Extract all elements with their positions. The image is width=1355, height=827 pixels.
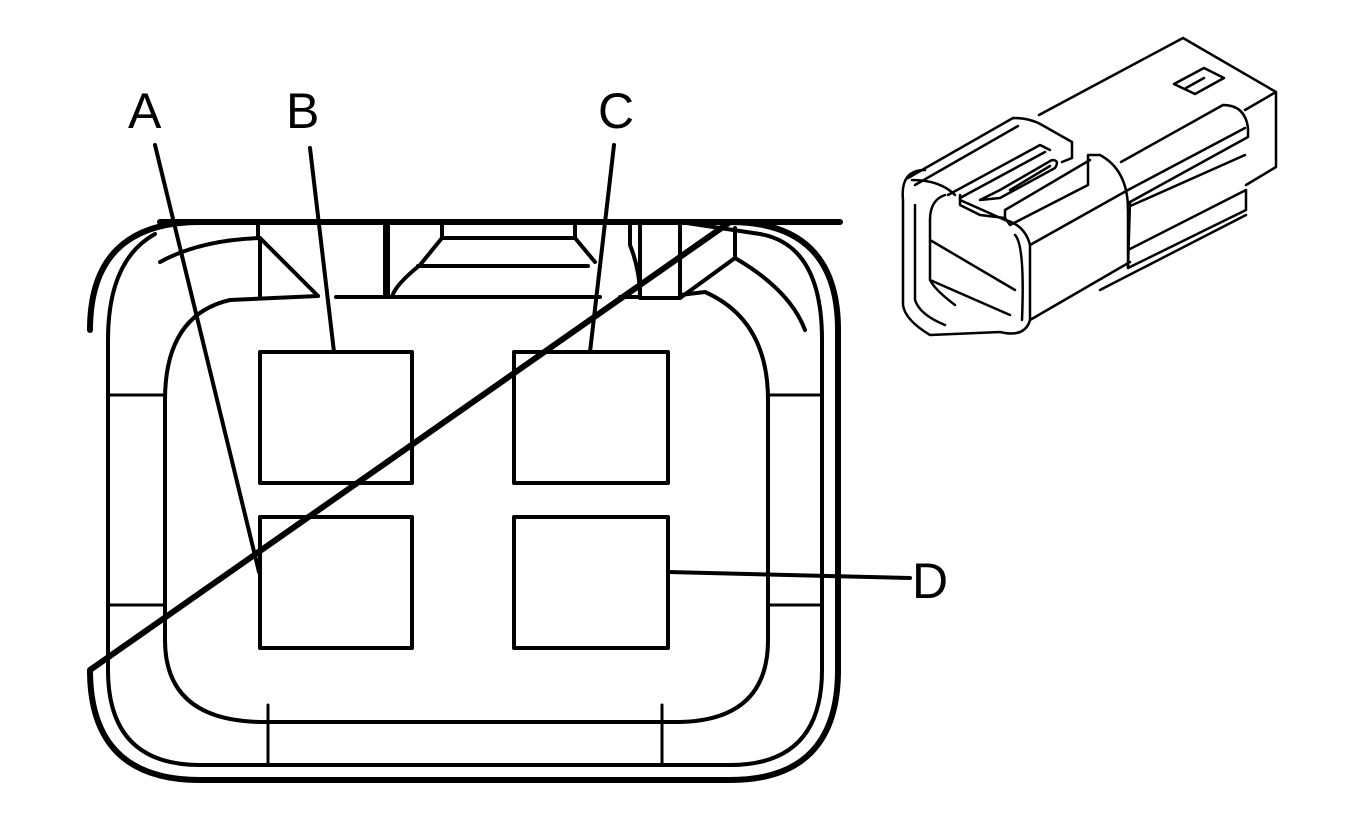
pin-label-b: B — [286, 83, 319, 139]
top-latch-center — [958, 153, 1130, 227]
pin-label-a: A — [128, 83, 162, 139]
pin-label-d: D — [912, 553, 948, 609]
leader-line-a — [153, 143, 261, 574]
connector-face-view: A B C D — [87, 83, 948, 783]
terminal-c — [512, 350, 670, 485]
connector-isometric-view — [901, 36, 1278, 337]
pin-label-c: C — [598, 83, 634, 139]
housing-front-body — [1028, 188, 1132, 322]
inner-cavity — [163, 290, 770, 724]
top-latch-left — [906, 116, 1074, 200]
top-lock-ramp — [256, 220, 597, 299]
right-latch-rib — [628, 224, 807, 332]
housing-rear — [1037, 36, 1278, 187]
terminal-d — [512, 515, 670, 650]
inner-shell — [106, 220, 824, 767]
side-ribs — [106, 393, 824, 767]
leader-line-d — [666, 570, 912, 580]
front-opening — [901, 168, 1032, 337]
terminal-a — [258, 515, 414, 650]
side-rails — [1098, 103, 1250, 292]
leader-line-c — [588, 143, 616, 354]
leader-line-b — [308, 146, 336, 354]
housing-window — [1172, 66, 1226, 96]
